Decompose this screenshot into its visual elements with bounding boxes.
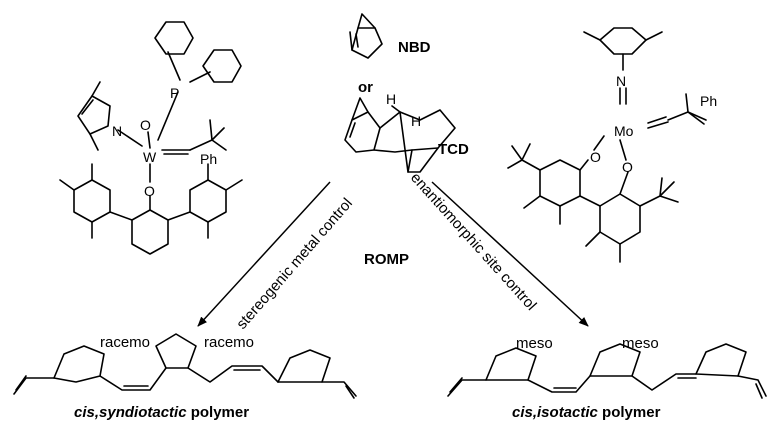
w-cat-phosphorus: P xyxy=(170,85,179,101)
romp-label: ROMP xyxy=(364,251,409,268)
mo-cat-oxygen-1: O xyxy=(590,149,601,165)
mo-cat-phenyl: Ph xyxy=(700,93,717,109)
left-polymer-name: cis,syndiotactic polymer xyxy=(74,404,249,421)
w-catalyst-structure xyxy=(59,21,243,255)
right-tacticity-label-2: meso xyxy=(622,335,659,352)
left-tacticity-label-2: racemo xyxy=(204,334,254,351)
tcd-hydrogen-1: H xyxy=(386,91,396,107)
tcd-hydrogen-2: H xyxy=(411,113,421,129)
right-tacticity-label-1: meso xyxy=(516,335,553,352)
right-polymer-name-suffix: polymer xyxy=(598,404,661,421)
right-polymer-name-italic: cis,isotactic xyxy=(512,404,599,421)
right-arrow-label: enantiomorphic site control xyxy=(407,169,540,314)
or-label: or xyxy=(358,79,373,96)
right-reaction-arrow xyxy=(431,181,589,327)
w-cat-tungsten: W xyxy=(143,149,157,165)
left-polymer-name-italic: cis,syndiotactic xyxy=(74,404,187,421)
syndiotactic-polymer-chain xyxy=(13,333,357,399)
left-polymer-name-suffix: polymer xyxy=(187,404,250,421)
isotactic-polymer-chain xyxy=(447,343,767,399)
right-polymer-name: cis,isotactic polymer xyxy=(512,404,661,421)
left-arrow-label: stereogenic metal control xyxy=(233,195,356,333)
w-cat-phenyl: Ph xyxy=(200,151,217,167)
nbd-structure xyxy=(349,13,383,59)
w-cat-nitrogen: N xyxy=(112,123,122,139)
mo-cat-imido-nitrogen: N xyxy=(616,73,626,89)
w-cat-oxo: O xyxy=(140,117,151,133)
left-reaction-arrow xyxy=(197,181,331,327)
w-cat-aryloxide: O xyxy=(144,183,155,199)
mo-catalyst-structure xyxy=(507,27,707,263)
tcd-structure xyxy=(344,97,456,173)
mo-cat-oxygen-2: O xyxy=(622,159,633,175)
tcd-label: TCD xyxy=(438,141,469,158)
nbd-label: NBD xyxy=(398,39,431,56)
left-tacticity-label-1: racemo xyxy=(100,334,150,351)
mo-cat-molybdenum: Mo xyxy=(614,123,634,139)
